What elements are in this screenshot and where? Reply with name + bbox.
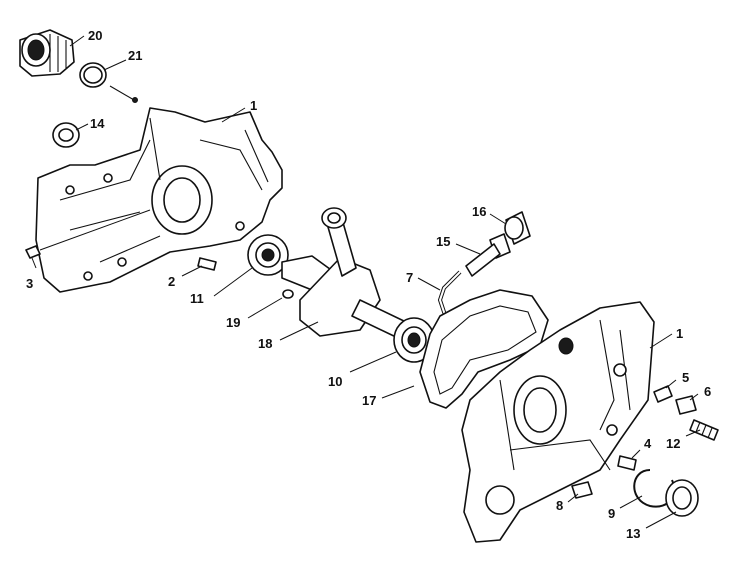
callout-15: 15	[436, 234, 450, 249]
callout-12: 12	[666, 436, 680, 451]
callout-1-right: 1	[676, 326, 683, 341]
part-11-ball-bearing	[247, 234, 289, 276]
callout-10: 10	[328, 374, 342, 389]
part-19-pin	[282, 289, 294, 299]
part-20-oil-pump	[19, 29, 75, 77]
part-1-right-crankcase	[461, 301, 655, 543]
callout-13: 13	[626, 526, 640, 541]
part-13-oil-seal	[665, 479, 699, 517]
part-10-ball-bearing	[393, 317, 435, 363]
callout-17: 17	[362, 393, 376, 408]
callout-21: 21	[128, 48, 142, 63]
callout-6: 6	[704, 384, 711, 399]
callout-18: 18	[258, 336, 272, 351]
part-2-dowel-pin	[197, 257, 217, 271]
leader-lines	[31, 35, 701, 529]
part-16-cap	[504, 211, 531, 245]
callout-4: 4	[644, 436, 652, 451]
part-4-sleeve	[617, 455, 637, 471]
callout-14: 14	[90, 116, 105, 131]
callout-16: 16	[472, 204, 486, 219]
part-1-left-crankcase	[35, 107, 283, 293]
callout-1-left: 1	[250, 98, 257, 113]
callout-labels: 20 21 1 14 3 2 11 19 18 10 17 16 15 7 1 …	[26, 28, 711, 541]
part-12-stud	[689, 419, 719, 441]
callout-8: 8	[556, 498, 563, 513]
callout-3: 3	[26, 276, 33, 291]
callout-20: 20	[88, 28, 102, 43]
part-21-o-ring	[79, 62, 138, 103]
callout-7: 7	[406, 270, 413, 285]
part-8-screw	[571, 481, 593, 499]
part-18-crankshaft	[281, 207, 407, 339]
callout-5: 5	[682, 370, 689, 385]
part-7-oil-line	[437, 270, 462, 319]
callout-9: 9	[608, 506, 615, 521]
callout-2: 2	[168, 274, 175, 289]
part-17-gasket	[419, 289, 549, 409]
callout-19: 19	[226, 315, 240, 330]
part-5-screw	[653, 385, 673, 403]
part-6-plug	[675, 395, 697, 415]
part-15-hose	[465, 233, 511, 277]
part-3-pin	[25, 209, 151, 259]
part-14-oil-seal	[52, 122, 80, 148]
callout-11: 11	[190, 291, 204, 306]
